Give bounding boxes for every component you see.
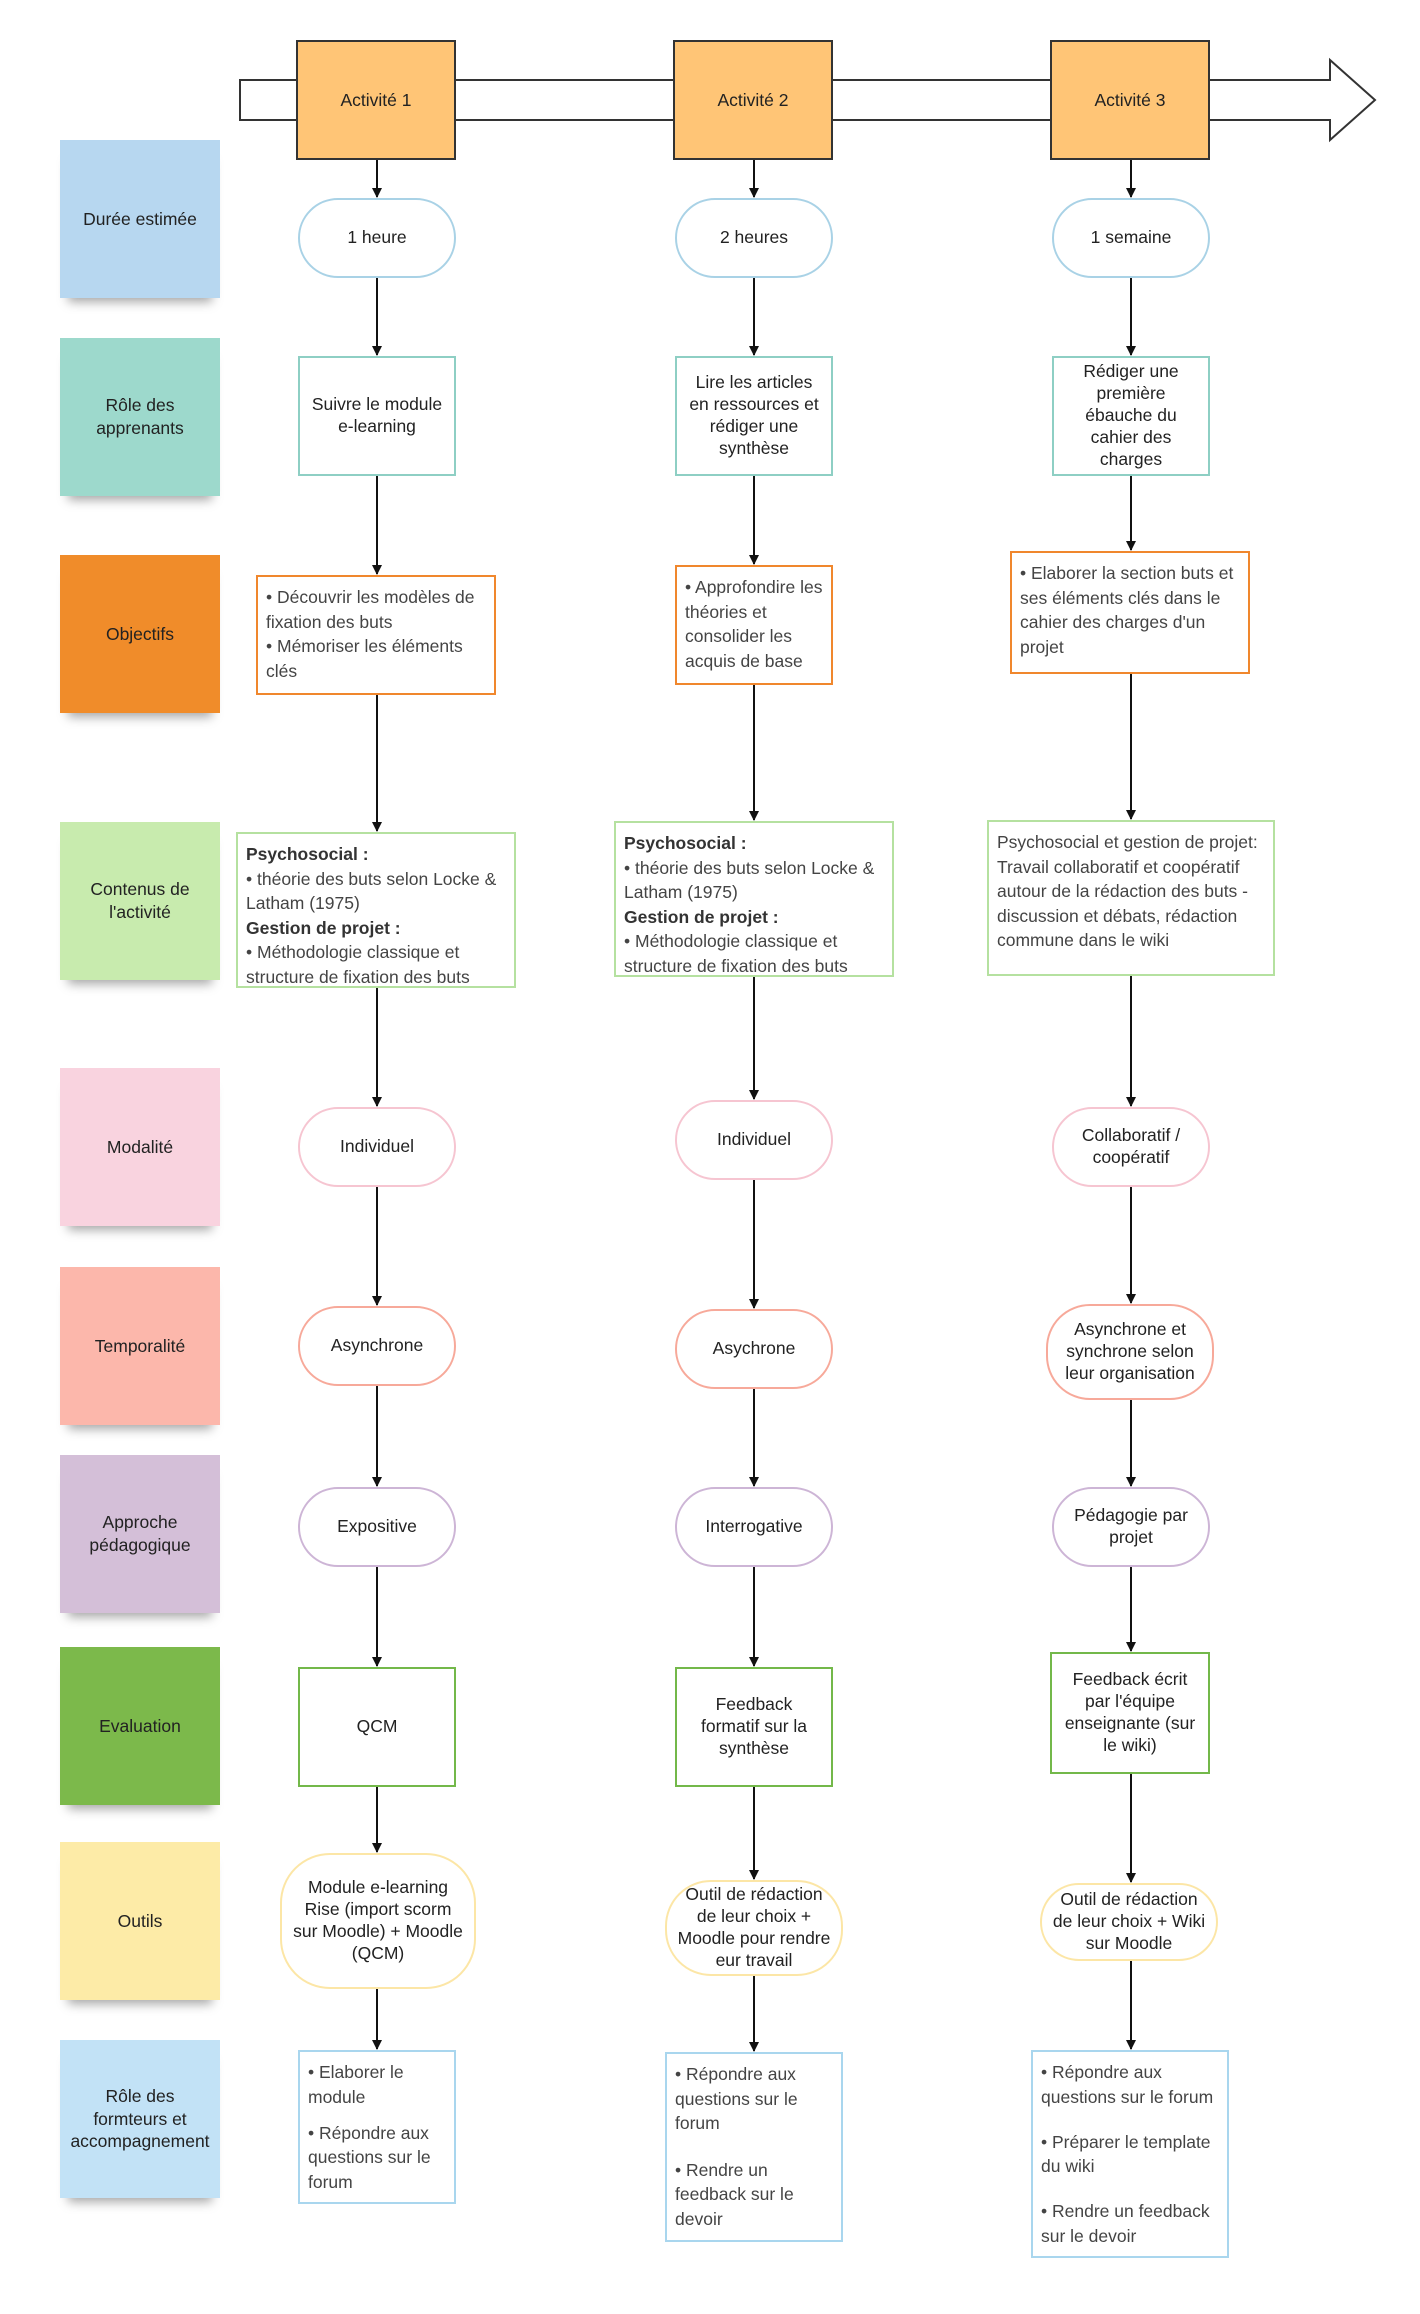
row-label-duree: Durée estimée (60, 140, 220, 298)
c3-modalite: Collaboratif / coopératif (1052, 1107, 1210, 1187)
activity-2-label: Activité 2 (717, 89, 789, 110)
c2-formateur-2: • Rendre un feedback sur le devoir (675, 2159, 794, 2229)
c3-outils-text: Outil de rédaction de leur choix + Wiki … (1052, 1889, 1206, 1953)
row-label-role-apprenants: Rôle des apprenants (60, 338, 220, 496)
activity-3-box: Activité 3 (1050, 40, 1210, 160)
c2-temporalite: Asychrone (675, 1309, 833, 1389)
c3-contenus: Psychosocial et gestion de projet: Trava… (987, 820, 1275, 976)
c3-modalite-text: Collaboratif / coopératif (1081, 1125, 1181, 1167)
c1-temporalite: Asynchrone (298, 1306, 456, 1386)
activity-3-label: Activité 3 (1094, 89, 1166, 110)
c2-duree-text: 2 heures (719, 227, 789, 248)
c2-contenus-psy-text: • théorie des buts selon Locke & Latham … (624, 857, 875, 903)
c2-formateur-1: • Répondre aux questions sur le forum (675, 2064, 798, 2133)
c1-approche-text: Expositive (337, 1516, 417, 1537)
c3-temporalite: Asynchrone et synchrone selon leur organ… (1046, 1304, 1214, 1400)
row-label-formateurs: Rôle des formteurs et accompagnement (60, 2040, 220, 2198)
c1-formateurs: • Elaborer le module • Répondre aux ques… (298, 2050, 456, 2204)
c1-formateur-2: • Répondre aux questions sur le forum (308, 2122, 431, 2192)
activity-1-box: Activité 1 (296, 40, 456, 160)
c2-evaluation-text: Feedback formatif sur la synthèse (701, 1694, 807, 1758)
c1-contenus-psy-title: Psychosocial : (246, 844, 369, 864)
c2-evaluation: Feedback formatif sur la synthèse (675, 1667, 833, 1787)
c3-evaluation-text: Feedback écrit par l'équipe enseignante … (1064, 1669, 1196, 1755)
c3-formateur-3: • Rendre un feedback sur le devoir (1041, 2201, 1210, 2246)
c2-formateurs: • Répondre aux questions sur le forum • … (665, 2052, 843, 2242)
row-label-approche: Approche pédagogique (60, 1455, 220, 1613)
row-label-temporalite-text: Temporalité (94, 1335, 186, 1356)
c1-duree-text: 1 heure (347, 227, 407, 248)
row-label-contenus-text: Contenus de l'activité (90, 879, 190, 922)
c1-evaluation-text: QCM (356, 1716, 398, 1737)
c2-contenus-gp-text: • Méthodologie classique et structure de… (624, 931, 848, 976)
activity-2-box: Activité 2 (673, 40, 833, 160)
row-label-temporalite: Temporalité (60, 1267, 220, 1425)
c3-role: Rédiger une première ébauche du cahier d… (1052, 356, 1210, 476)
c3-objectif-1: • Elaborer la section buts et ses élémen… (1020, 563, 1234, 657)
row-label-objectifs: Objectifs (60, 555, 220, 713)
c1-objectif-1: • Découvrir les modèles de fixation des … (266, 587, 475, 632)
c1-modalite-text: Individuel (340, 1136, 414, 1157)
c1-outils: Module e-learning Rise (import scorm sur… (280, 1853, 476, 1989)
c3-formateur-1: • Répondre aux questions sur le forum (1041, 2062, 1214, 2107)
row-label-approche-text: Approche pédagogique (89, 1512, 191, 1555)
c2-contenus-psy-title: Psychosocial : (624, 833, 747, 853)
activity-1-label: Activité 1 (340, 89, 412, 110)
c1-role-text: Suivre le module e-learning (311, 394, 443, 436)
c1-temporalite-text: Asynchrone (330, 1335, 424, 1356)
row-label-modalite: Modalité (60, 1068, 220, 1226)
c2-role-text: Lire les articles en ressources et rédig… (689, 372, 819, 458)
c3-approche-text: Pédagogie par projet (1074, 1505, 1188, 1547)
c1-contenus-psy-text: • théorie des buts selon Locke & Latham … (246, 868, 497, 914)
c2-role: Lire les articles en ressources et rédig… (675, 356, 833, 476)
c3-temporalite-text: Asynchrone et synchrone selon leur organ… (1065, 1319, 1195, 1383)
c3-approche: Pédagogie par projet (1052, 1487, 1210, 1567)
c1-modalite: Individuel (298, 1107, 456, 1187)
c3-outils: Outil de rédaction de leur choix + Wiki … (1040, 1883, 1218, 1961)
c3-objectifs: • Elaborer la section buts et ses élémen… (1010, 551, 1250, 674)
row-label-duree-text: Durée estimée (83, 208, 197, 229)
row-label-role-apprenants-text: Rôle des apprenants (96, 395, 184, 438)
c1-contenus-gp-title: Gestion de projet : (246, 917, 401, 938)
c3-duree-text: 1 semaine (1090, 227, 1172, 248)
c2-approche-text: Interrogative (705, 1516, 803, 1537)
c3-role-text: Rédiger une première ébauche du cahier d… (1083, 361, 1179, 469)
row-label-evaluation: Evaluation (60, 1647, 220, 1805)
c1-outils-text: Module e-learning Rise (import scorm sur… (293, 1877, 463, 1963)
c2-outils-text: Outil de rédaction de leur choix + Moodl… (677, 1884, 831, 1970)
row-label-objectifs-text: Objectifs (105, 623, 175, 644)
c3-contenus-text: Psychosocial et gestion de projet: Trava… (997, 832, 1258, 950)
c1-objectif-2: • Mémoriser les éléments clés (266, 636, 463, 681)
c2-temporalite-text: Asychrone (712, 1338, 796, 1359)
c3-formateurs: • Répondre aux questions sur le forum • … (1031, 2050, 1229, 2258)
c2-duree: 2 heures (675, 198, 833, 278)
c1-contenus: Psychosocial : • théorie des buts selon … (236, 832, 516, 988)
c1-duree: 1 heure (298, 198, 456, 278)
c2-outils: Outil de rédaction de leur choix + Moodl… (665, 1880, 843, 1976)
c2-objectifs: • Approfondire les théories et consolide… (675, 565, 833, 685)
c1-role: Suivre le module e-learning (298, 356, 456, 476)
row-label-evaluation-text: Evaluation (99, 1715, 181, 1736)
row-label-formateurs-text: Rôle des formteurs et accompagnement (70, 2085, 210, 2152)
c2-modalite: Individuel (675, 1100, 833, 1180)
c3-duree: 1 semaine (1052, 198, 1210, 278)
c2-objectif-1: • Approfondire les théories et consolide… (685, 577, 823, 671)
c1-objectifs: • Découvrir les modèles de fixation des … (256, 575, 496, 695)
c1-evaluation: QCM (298, 1667, 456, 1787)
row-label-outils: Outils (60, 1842, 220, 2000)
c1-approche: Expositive (298, 1487, 456, 1567)
c1-contenus-gp-text: • Méthodologie classique et structure de… (246, 942, 470, 987)
c1-formateur-1: • Elaborer le module (308, 2062, 404, 2107)
row-label-modalite-text: Modalité (106, 1136, 174, 1157)
c3-evaluation: Feedback écrit par l'équipe enseignante … (1050, 1652, 1210, 1774)
c3-formateur-2: • Préparer le template du wiki (1041, 2131, 1211, 2177)
c2-modalite-text: Individuel (717, 1129, 791, 1150)
row-label-contenus: Contenus de l'activité (60, 822, 220, 980)
c2-contenus-gp-title: Gestion de projet : (624, 906, 779, 927)
c2-contenus: Psychosocial : • théorie des buts selon … (614, 821, 894, 977)
row-label-outils-text: Outils (117, 1910, 163, 1931)
c2-approche: Interrogative (675, 1487, 833, 1567)
